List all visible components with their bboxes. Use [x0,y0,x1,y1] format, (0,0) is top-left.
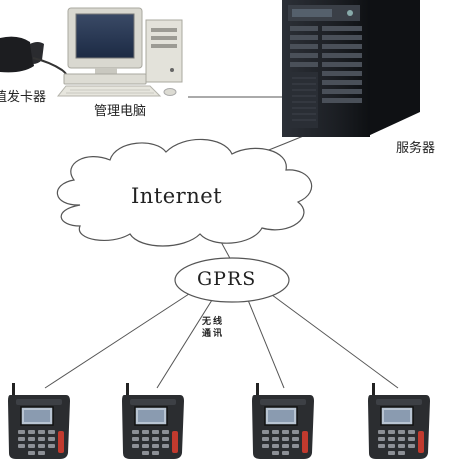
desktop-computer-icon [56,7,183,97]
cloud-icon [56,138,313,247]
management-pc-label: 管理电脑 [94,104,147,119]
gprs-label: GPRS [197,268,257,290]
gprs-to-terminal-3-line [247,299,285,389]
gprs-ellipse-icon [174,257,290,303]
card-issuer-label: 值发卡器 [0,90,47,105]
pos-terminal-3 [251,382,315,460]
gprs-to-terminal-4-line [267,291,399,389]
pos-terminal-1 [7,382,71,460]
pos-terminal-4 [367,382,431,460]
server-tower-icon [282,0,420,137]
pos-terminal-2 [121,382,185,460]
internet-label: Internet [131,184,223,208]
wireless-comm-label: 无线通讯 [202,317,225,339]
gprs-to-terminal-1-line [44,291,193,389]
card-reader-icon [0,36,70,85]
server-label: 服务器 [396,141,436,156]
gprs-to-terminal-2-line [156,299,213,389]
